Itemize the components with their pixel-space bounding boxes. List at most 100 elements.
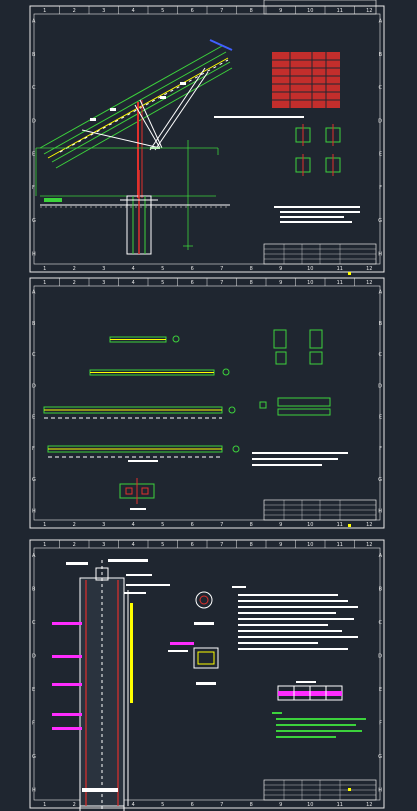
grid-row-label: H xyxy=(32,787,36,793)
grid-column-label: 11 xyxy=(337,266,343,272)
grid-column-label: 2 xyxy=(73,8,76,14)
grid-column-label: 10 xyxy=(307,280,313,286)
yellow-marker xyxy=(348,524,351,527)
header-strip xyxy=(263,0,377,15)
grid-column-label: 5 xyxy=(161,522,164,528)
grid-row-label: F xyxy=(379,446,382,452)
member-sections xyxy=(119,329,331,504)
grid-column-label: 2 xyxy=(73,522,76,528)
grid-row-label: C xyxy=(32,620,36,626)
pv-rail-panel xyxy=(39,39,233,169)
inner-frame xyxy=(33,13,381,265)
grid-row-label: F xyxy=(379,185,382,191)
grid-column-label: 6 xyxy=(191,542,194,548)
grid-row-label: B xyxy=(32,321,36,327)
foundation-elevation xyxy=(79,560,129,811)
grid-row-label: D xyxy=(32,653,36,659)
grid-column-label: 6 xyxy=(191,802,194,808)
grid-row-label: G xyxy=(378,754,382,760)
grid-column-label: 6 xyxy=(191,280,194,286)
grid-column-label: 3 xyxy=(102,542,105,548)
grid-column-label: 1 xyxy=(43,522,46,528)
grid-column-label: 4 xyxy=(132,8,135,14)
grid-row-label: G xyxy=(32,218,36,224)
grid-column-label: 4 xyxy=(132,542,135,548)
grid-row-label: H xyxy=(32,251,36,257)
grid-column-label: 7 xyxy=(220,280,223,286)
grid-column-label: 11 xyxy=(337,522,343,528)
grid-row-label: D xyxy=(378,118,382,124)
grid-column-label: 12 xyxy=(366,280,372,286)
grid-column-label: 1 xyxy=(43,266,46,272)
grid-row-label: H xyxy=(378,508,382,514)
grid-column-label: 6 xyxy=(191,266,194,272)
grid-column-label: 9 xyxy=(279,266,282,272)
grid-row-label: A xyxy=(32,19,36,25)
sheet-1-content xyxy=(35,39,360,255)
grid-column-label: 8 xyxy=(250,266,253,272)
grid-column-label: 12 xyxy=(366,8,372,14)
grid-column-label: 6 xyxy=(191,522,194,528)
grid-column-label: 7 xyxy=(220,266,223,272)
grid-column-label: 7 xyxy=(220,542,223,548)
grid-column-label: 12 xyxy=(366,802,372,808)
grid-column-label: 11 xyxy=(337,8,343,14)
grid-column-label: 2 xyxy=(73,266,76,272)
grid-row-label: H xyxy=(378,787,382,793)
support-braces xyxy=(81,67,209,198)
grid-column-label: 8 xyxy=(250,802,253,808)
grid-row-label: D xyxy=(378,383,382,389)
grid-row-label: C xyxy=(379,352,383,358)
grid-column-label: 11 xyxy=(337,280,343,286)
inner-frame xyxy=(33,285,381,521)
grid-column-label: 1 xyxy=(43,802,46,808)
grid-row-label: B xyxy=(379,586,383,592)
grid-column-label: 1 xyxy=(43,280,46,286)
grid-row-label: B xyxy=(379,52,383,58)
member-beams xyxy=(43,335,240,458)
title-blocks xyxy=(263,0,377,801)
grid-column-label: 12 xyxy=(366,522,372,528)
grid-column-label: 9 xyxy=(279,8,282,14)
grid-row-label: F xyxy=(32,720,35,726)
node-details xyxy=(295,124,341,176)
grid-column-label: 11 xyxy=(337,802,343,808)
grid-column-label: 5 xyxy=(161,266,164,272)
grid-row-label: D xyxy=(32,383,36,389)
grid-column-label: 2 xyxy=(73,280,76,286)
grid-column-label: 11 xyxy=(337,542,343,548)
grid-column-label: 5 xyxy=(161,542,164,548)
grid-column-label: 8 xyxy=(250,8,253,14)
grid-column-label: 6 xyxy=(191,8,194,14)
grid-row-label: F xyxy=(379,720,382,726)
magenta-annotations xyxy=(52,622,82,730)
grid-row-label: E xyxy=(32,687,35,693)
yellow-marker xyxy=(348,788,351,791)
grid-column-label: 5 xyxy=(161,280,164,286)
grid-column-label: 4 xyxy=(132,802,135,808)
grid-column-label: 1 xyxy=(43,542,46,548)
steel-table xyxy=(277,681,343,701)
grid-row-label: F xyxy=(32,446,35,452)
grid-row-label: A xyxy=(379,290,383,296)
grid-row-label: G xyxy=(378,218,382,224)
grid-column-label: 10 xyxy=(307,802,313,808)
grid-row-label: B xyxy=(32,586,36,592)
grid-row-label: B xyxy=(32,52,36,58)
ground-line xyxy=(40,204,230,208)
grid-column-label: 2 xyxy=(73,802,76,808)
grid-row-label: A xyxy=(32,290,36,296)
grid-column-label: 7 xyxy=(220,8,223,14)
grid-row-label: H xyxy=(378,251,382,257)
grid-row-label: D xyxy=(378,653,382,659)
grid-column-label: 9 xyxy=(279,802,282,808)
grid-row-label: E xyxy=(379,687,382,693)
grid-column-label: 1 xyxy=(43,8,46,14)
grid-row-label: F xyxy=(32,185,35,191)
sheet-1-labels xyxy=(44,82,304,202)
grid-column-label: 4 xyxy=(132,522,135,528)
grid-column-label: 3 xyxy=(102,522,105,528)
callouts xyxy=(66,559,170,594)
